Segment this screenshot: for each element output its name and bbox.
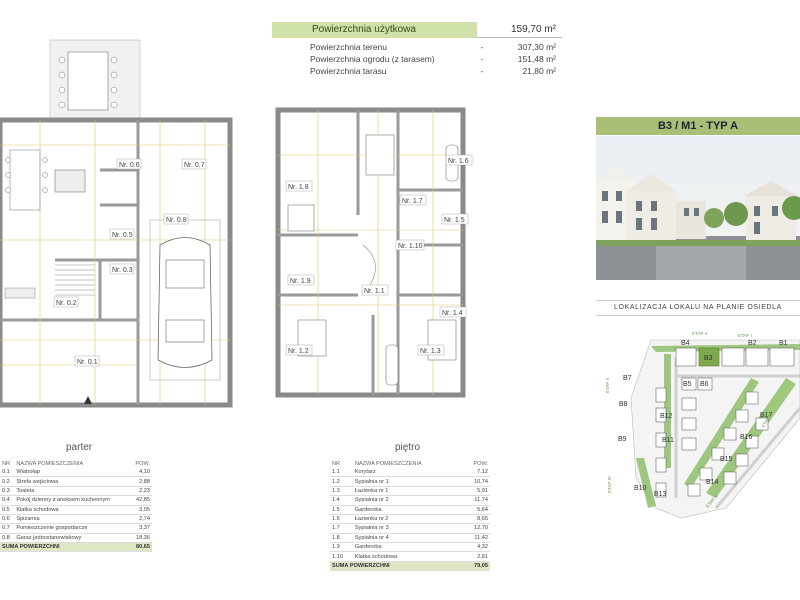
building-label-b5: B5 <box>683 381 692 388</box>
col-name: NAZWA POMIESZCZENIA <box>354 461 422 467</box>
stage-label: ETAP II <box>692 331 707 336</box>
area-row: Powierzchnia tarasu-21,80 m² <box>310 66 556 76</box>
first-floor-plan: Nr. 1.8 Nr. 1.7 Nr. 1.6 Nr. 1.5 Nr. 1.10… <box>268 95 473 415</box>
col-nr: NR <box>332 461 341 467</box>
area-row: Powierzchnia ogrodu (z tarasem)-151,48 m… <box>310 54 556 64</box>
col-area: POW. <box>473 461 488 467</box>
building-label-b9: B9 <box>618 436 627 443</box>
stage-label: ETAP I <box>738 333 752 338</box>
room-label-0-6: Nr. 0.6 <box>119 162 140 169</box>
site-plan: B4 B3 B2 B1 B5 B6 B7 B8 B12 B11 B9 B10 B… <box>596 318 800 533</box>
area-summary-rows: Powierzchnia terenu-307,30 m² Powierzchn… <box>310 41 562 77</box>
building-label-b7: B7 <box>623 375 632 382</box>
room-label-1-10: Nr. 1.10 <box>398 243 423 250</box>
building-label-b2: B2 <box>748 340 757 347</box>
building-label-b10: B10 <box>634 485 647 492</box>
room-label-1-7: Nr. 1.7 <box>402 198 423 205</box>
room-label-1-5: Nr. 1.5 <box>444 217 465 224</box>
building-rendering <box>596 136 800 280</box>
room-label-0-7: Nr. 0.7 <box>184 162 205 169</box>
area-row: Powierzchnia terenu-307,30 m² <box>310 42 556 52</box>
unit-type-label: B3 / M1 - TYP A <box>596 117 800 135</box>
building-label-b8: B8 <box>619 401 628 408</box>
room-label-1-8: Nr. 1.8 <box>288 184 309 191</box>
building-label-b16: B16 <box>740 434 753 441</box>
building-label-b13: B13 <box>654 491 667 498</box>
building-label-b11: B11 <box>662 437 674 444</box>
room-label-1-6: Nr. 1.6 <box>448 158 469 165</box>
room-label-1-2: Nr. 1.2 <box>288 348 309 355</box>
col-nr: NR <box>2 461 11 467</box>
col-name: NAZWA POMIESZCZENIA <box>16 461 84 467</box>
building-label-b3: B3 <box>704 355 713 362</box>
usable-area-label: Powierzchnia użytkowa <box>272 22 477 38</box>
room-label-1-3: Nr. 1.3 <box>420 348 441 355</box>
room-label-0-3: Nr. 0.3 <box>112 267 133 274</box>
col-area: POW. <box>135 461 150 467</box>
room-label-0-1: Nr. 0.1 <box>77 359 98 366</box>
room-label-1-9: Nr. 1.9 <box>290 278 311 285</box>
stage-label: ETAP IV <box>607 476 612 493</box>
room-label-0-5: Nr. 0.5 <box>112 232 133 239</box>
room-label-1-4: Nr. 1.4 <box>442 310 463 317</box>
ground-floor-title: parter <box>66 442 93 453</box>
room-label-0-8: Nr. 0.8 <box>166 217 187 224</box>
building-label-b4: B4 <box>681 340 690 347</box>
building-label-b1: B1 <box>779 340 788 347</box>
first-floor-title: piętro <box>395 442 421 453</box>
building-label-b15: B15 <box>720 456 733 463</box>
room-label-0-2: Nr. 0.2 <box>56 300 77 307</box>
usable-area-header: Powierzchnia użytkowa 159,70 m² <box>272 22 562 38</box>
building-label-b17: B17 <box>760 412 773 419</box>
building-label-b12: B12 <box>660 413 673 420</box>
room-label-1-1: Nr. 1.1 <box>364 288 385 295</box>
location-title: LOKALIZACJA LOKALU NA PLANIE OSIEDLA <box>596 300 800 316</box>
building-label-b6: B6 <box>700 381 709 388</box>
stage-label: ETAP II <box>605 378 610 393</box>
usable-area-value: 159,70 m² <box>477 22 562 38</box>
ground-floor-plan: Nr. 0.6 Nr. 0.7 Nr. 0.8 Nr. 0.5 Nr. 0.3 … <box>0 20 240 430</box>
building-label-b14: B14 <box>706 479 719 486</box>
